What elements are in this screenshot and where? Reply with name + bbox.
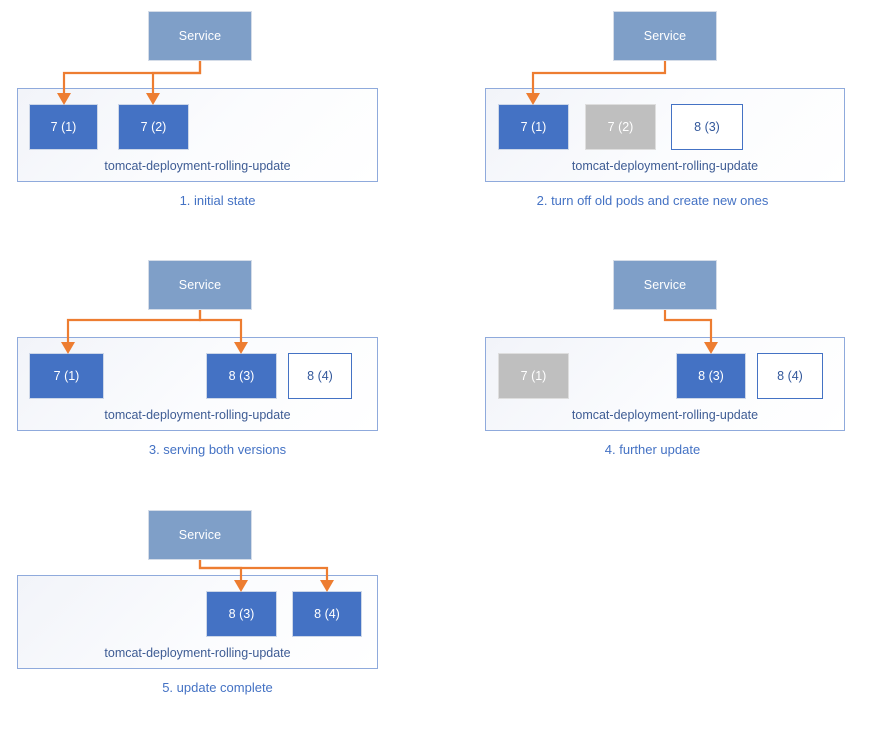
pod-label: 7 (2) xyxy=(140,119,167,134)
pod-label: 8 (4) xyxy=(314,606,340,621)
panel-turn-off-old-pods: Service tomcat-deployment-rolling-update… xyxy=(435,0,870,240)
service-label: Service xyxy=(178,277,222,292)
service-box[interactable]: Service xyxy=(148,11,252,61)
deployment-label: tomcat-deployment-rolling-update xyxy=(104,407,291,422)
panel-update-complete: Service tomcat-deployment-rolling-update… xyxy=(0,496,435,736)
panel-initial-state: Service tomcat-deployment-rolling-update… xyxy=(0,0,435,240)
pod-label: 8 (3) xyxy=(228,606,255,621)
panel-caption: 4. further update xyxy=(604,442,701,457)
panel-further-update: Service tomcat-deployment-rolling-update… xyxy=(435,248,870,488)
service-label: Service xyxy=(643,277,687,292)
deployment-box[interactable]: tomcat-deployment-rolling-update xyxy=(485,88,845,182)
pod-8-3[interactable]: 8 (3) xyxy=(671,104,743,150)
service-label: Service xyxy=(178,28,222,43)
pod-8-4[interactable]: 8 (4) xyxy=(757,353,823,399)
pod-7-2[interactable]: 7 (2) xyxy=(118,104,189,150)
pod-7-1[interactable]: 7 (1) xyxy=(29,353,104,399)
diagram-canvas: Service tomcat-deployment-rolling-update… xyxy=(0,0,870,694)
service-label: Service xyxy=(178,527,222,542)
pod-8-3[interactable]: 8 (3) xyxy=(206,591,277,637)
service-label: Service xyxy=(643,28,687,43)
deployment-label: tomcat-deployment-rolling-update xyxy=(104,158,291,173)
pod-7-2[interactable]: 7 (2) xyxy=(585,104,656,150)
pod-label: 8 (4) xyxy=(777,368,803,383)
pod-label: 8 (3) xyxy=(698,368,724,383)
panel-serving-both-versions: Service tomcat-deployment-rolling-update… xyxy=(0,248,435,488)
pod-label: 7 (1) xyxy=(520,368,547,383)
service-box[interactable]: Service xyxy=(613,260,717,310)
deployment-label: tomcat-deployment-rolling-update xyxy=(571,158,759,173)
pod-7-1[interactable]: 7 (1) xyxy=(498,353,569,399)
pod-7-1[interactable]: 7 (1) xyxy=(498,104,569,150)
panel-caption: 2. turn off old pods and create new ones xyxy=(536,193,769,208)
pod-label: 7 (2) xyxy=(607,119,634,134)
pod-8-4[interactable]: 8 (4) xyxy=(292,591,362,637)
pod-label: 7 (1) xyxy=(520,119,547,134)
pod-label: 8 (4) xyxy=(307,368,333,383)
panel-caption: 3. serving both versions xyxy=(148,442,287,457)
service-box[interactable]: Service xyxy=(148,260,252,310)
service-box[interactable]: Service xyxy=(613,11,717,61)
pod-8-4[interactable]: 8 (4) xyxy=(288,353,352,399)
panel-caption: 1. initial state xyxy=(179,193,256,208)
service-box[interactable]: Service xyxy=(148,510,252,560)
pod-8-3[interactable]: 8 (3) xyxy=(206,353,277,399)
pod-label: 8 (3) xyxy=(694,119,720,134)
pod-label: 7 (1) xyxy=(53,368,80,383)
deployment-label: tomcat-deployment-rolling-update xyxy=(104,645,291,660)
deployment-label: tomcat-deployment-rolling-update xyxy=(571,407,759,422)
panel-caption: 5. update complete xyxy=(162,680,273,695)
pod-7-1[interactable]: 7 (1) xyxy=(29,104,98,150)
pod-label: 7 (1) xyxy=(50,119,77,134)
pod-label: 8 (3) xyxy=(228,368,255,383)
pod-8-3[interactable]: 8 (3) xyxy=(676,353,746,399)
